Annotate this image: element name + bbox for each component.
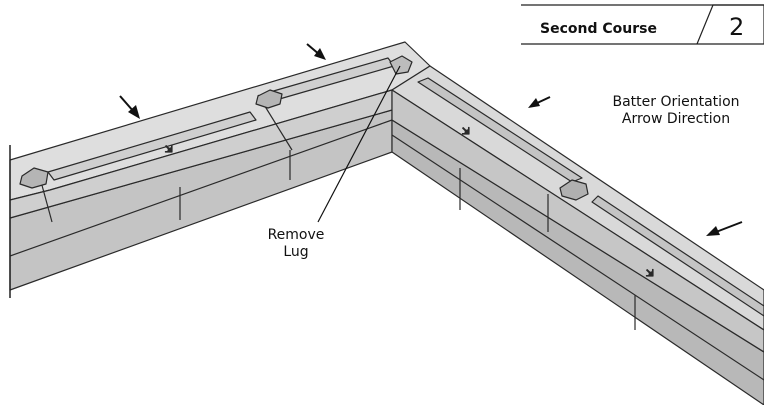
right-block-groove-1: [417, 77, 583, 183]
remove-lug-leader: [317, 65, 401, 223]
right-batter-mark-1: ⇲: [462, 127, 470, 137]
right-lug: [559, 179, 589, 201]
batter-label-line2: Arrow Direction: [622, 111, 730, 127]
left-block-groove-1: [47, 111, 257, 181]
batter-arrow-icon: [528, 96, 551, 108]
remove-lug-label: Remove Lug: [268, 227, 325, 260]
removed-lug: [389, 55, 413, 75]
step-header: Second Course 2: [521, 4, 764, 45]
batter-arrow-icon: [306, 43, 326, 60]
right-wall-upper-face: [391, 89, 764, 353]
batter-arrow-icon: [706, 221, 743, 236]
step-number: 2: [729, 13, 744, 41]
batter-arrow-icon: [119, 95, 140, 119]
batter-arrows: [119, 43, 743, 236]
left-lower-joint: [9, 119, 393, 257]
left-lug-1: [19, 167, 49, 189]
right-batter-mark-2: ⇲: [646, 269, 654, 279]
right-lower-joint: [391, 134, 764, 381]
batter-orientation-label: Batter Orientation Arrow Direction: [612, 94, 739, 127]
header-title: Second Course: [540, 21, 657, 37]
right-block-groove-2: [591, 195, 764, 317]
left-batter-mark: ⇲: [165, 145, 173, 155]
header-number-box: [696, 4, 764, 45]
left-wall: ⇲: [9, 41, 431, 298]
left-lug-2: [255, 89, 283, 109]
batter-label-line1: Batter Orientation: [612, 94, 739, 110]
remove-lug-line2: Lug: [283, 244, 308, 260]
remove-lug-line1: Remove: [268, 227, 325, 243]
right-wall: ⇲ ⇲: [391, 65, 764, 405]
